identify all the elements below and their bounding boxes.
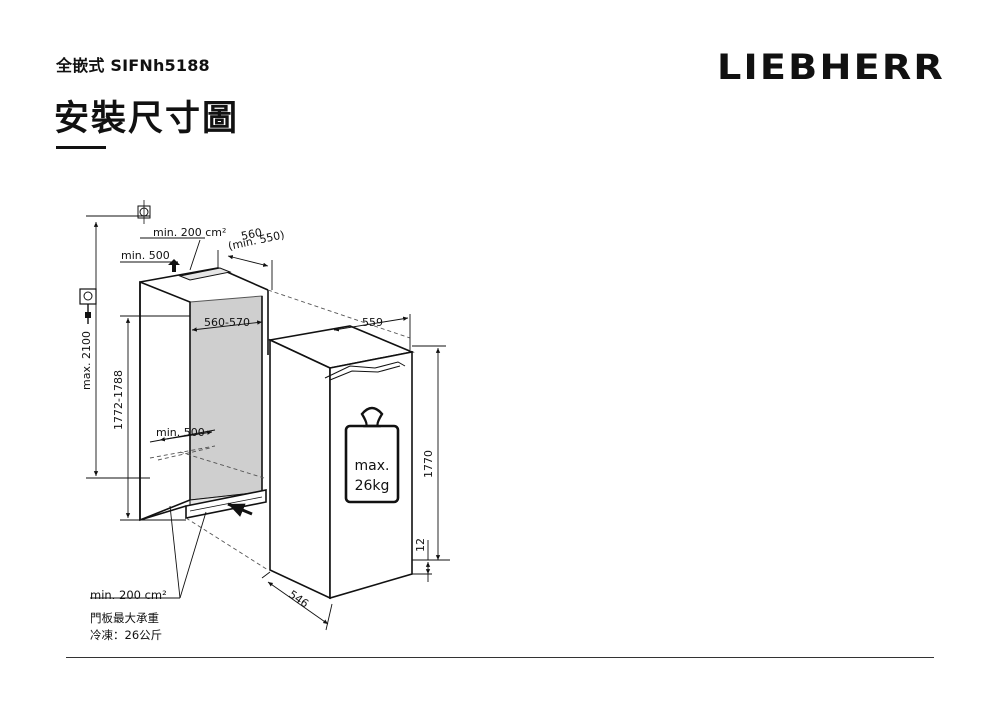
- weight-label-line1: max.: [355, 458, 390, 474]
- brand-wordmark: LIEBHERR: [717, 48, 945, 86]
- top-vent-icon: [137, 200, 151, 224]
- airflow-in-arrow: [227, 502, 253, 517]
- niche-width-label: 560-570: [204, 316, 250, 329]
- title-underline: [56, 146, 106, 149]
- max-height-label: max. 2100: [80, 331, 93, 390]
- bottom-vent-label: min. 200 cm²: [90, 588, 167, 602]
- top-vent-label: min. 200 cm²: [153, 226, 226, 239]
- power-socket-icon: [79, 288, 97, 324]
- weight-label-line2: 26kg: [355, 478, 390, 494]
- niche-height-label: 1772-1788: [112, 370, 125, 430]
- model-subtitle: 全嵌式 SIFNh5188: [56, 56, 210, 75]
- brand-logo: LIEBHERR: [717, 48, 945, 86]
- footer-divider: [66, 657, 934, 658]
- top-opening-label: min. 500: [121, 249, 170, 262]
- freezer-load-note: 冷凍：26公斤: [90, 628, 163, 642]
- projection-lines: [149, 289, 411, 571]
- page-title: 安裝尺寸圖: [54, 99, 240, 139]
- inner-depth-label: min. 500: [156, 426, 205, 439]
- dimension-lines: [86, 215, 450, 631]
- cabinet-niche: [139, 267, 269, 522]
- plinth-gap-label: 12: [414, 538, 427, 552]
- appliance-width-label: 559: [362, 316, 383, 329]
- appliance-depth-label: 546: [286, 588, 311, 611]
- airflow-up-arrow: [168, 259, 180, 272]
- appliance-body: [267, 325, 415, 600]
- appliance-height-label: 1770: [422, 450, 435, 478]
- niche-depth-label: 560: [240, 226, 263, 243]
- door-load-note: 門板最大承重: [90, 611, 159, 625]
- weight-icon: max. 26kg: [344, 406, 400, 504]
